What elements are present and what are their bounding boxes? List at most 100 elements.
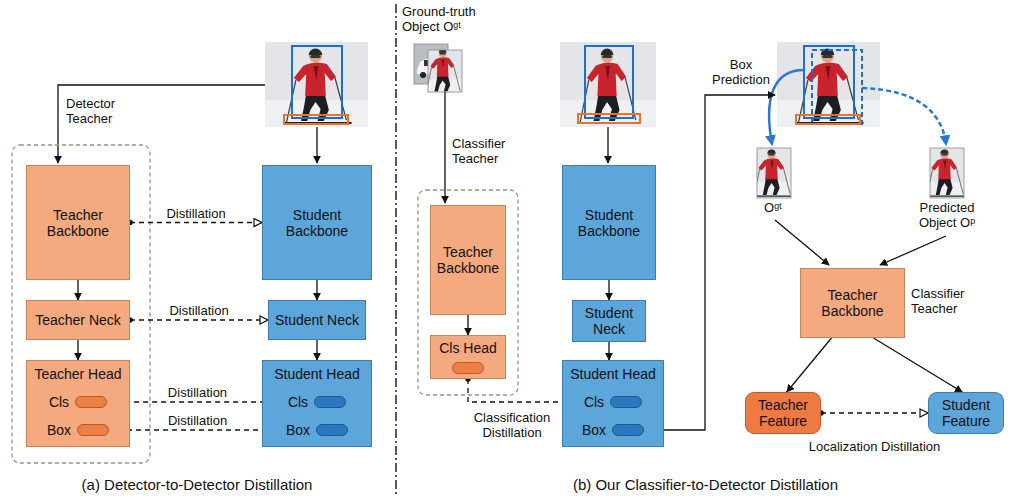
student-neck: Student Neck [572,300,646,342]
figure-detail [265,42,368,127]
teacher-backbone: Teacher Backbone [430,205,506,315]
edge-label: Localization Distillation [807,439,943,454]
distillation-arrow [107,401,288,402]
output-name: Cls [584,394,604,410]
box-label: Teacher Backbone [31,207,125,239]
panel-divider [395,4,397,496]
crop-label: Predicted Object Oᵖ [902,200,992,230]
figure-detail [796,115,860,124]
subfigure-caption: (a) Detector-to-Detector Distillation [0,476,394,494]
input-line [316,127,317,163]
group-label: Detector Teacher [66,96,130,126]
figure-detail [741,146,804,199]
student-feature: Student Feature [928,392,1004,434]
output-pill [75,396,107,408]
input-photo [560,42,656,127]
distillation-arrow [109,429,286,430]
box-label: Teacher Feature [750,397,816,429]
flow-arrow [608,342,609,360]
figure-detail [585,46,633,118]
box-label: Student Neck [577,305,641,337]
crop-arrow [769,70,804,144]
prediction-photo [777,42,880,127]
teacher-backbone: Teacher Backbone [26,165,130,280]
box-output: Box [286,422,348,438]
teacher-feature: Teacher Feature [745,392,821,434]
figure-detail [420,72,426,78]
teacher-head: Teacher HeadClsBox [26,360,130,447]
output-name: Cls [49,394,69,410]
input-line [775,220,829,265]
student-head: Student HeadClsBox [562,360,664,447]
object-crop [741,146,804,199]
arrow-label: Box Prediction [706,57,776,87]
output-name: Box [286,422,310,438]
flow-arrow [77,340,78,360]
edge-label: Distillation [166,385,229,400]
box-label: Student Backbone [567,207,651,239]
box-label: Student Head [570,366,656,382]
distillation-arrow [130,319,268,320]
edge-label: Distillation [167,303,230,318]
figure-detail [757,148,791,198]
box-label: Student Backbone [267,207,367,239]
teacher-backbone: Teacher Backbone [800,268,905,338]
subfigure-caption: (b) Our Classifier-to-Detector Distillat… [400,476,1011,494]
crop-label: Ground-truth Object Oᵍᵗ [402,4,490,34]
box-label: Student Feature [933,397,999,429]
output-pill [452,362,484,374]
flow-arrow [787,338,832,392]
box-label: Teacher Backbone [805,287,900,319]
input-line [58,85,265,163]
edge-label: Distillation [166,413,229,428]
connectors [78,95,962,430]
figure-detail [414,45,473,95]
box-output: Box [582,422,644,438]
input-photo [265,42,368,127]
distillation-arrow [130,222,262,223]
ground-truth-crops [414,44,473,95]
flow-arrow [608,280,609,300]
output-pill [314,396,346,408]
box-label: Student Head [274,366,360,382]
figure-detail [428,50,462,92]
student-backbone: Student Backbone [262,165,372,280]
crop-label: Oᵍᵗ [748,200,798,215]
flow-arrow [316,340,317,360]
input-line [444,92,445,203]
flow-arrow [467,315,468,335]
flow-arrow [874,338,963,392]
box-label: Teacher Backbone [435,244,501,276]
output-pill [610,396,642,408]
output-pill [316,424,348,436]
teacher-group [12,145,150,463]
cls-output: Cls [288,394,346,410]
student-neck: Student Neck [268,300,366,340]
group-label: Classifier Teacher [911,286,983,316]
output-name: Box [47,422,71,438]
input-line [880,236,946,265]
output-name: Box [582,422,606,438]
box-label: Teacher Head [34,366,121,382]
output-pill [612,424,644,436]
output-name: Cls [288,394,308,410]
figure-detail [578,114,640,123]
crop-arrow [862,88,946,144]
figure-detail [292,46,342,118]
teacher-neck: Teacher Neck [26,300,130,340]
flow-arrow [77,280,78,300]
distillation-arrow [821,412,928,413]
edge-label: Distillation [164,206,227,221]
box-label: Teacher Neck [35,312,121,328]
student-head: Student HeadClsBox [262,360,372,447]
cls-head: Cls Head [430,335,506,379]
figure-detail [777,42,880,127]
group-label: Classifier Teacher [452,136,524,166]
flow-arrow [316,280,317,300]
figure-detail [284,115,348,124]
box-output: Box [47,422,109,438]
figure-detail [914,146,977,199]
edge-label: Classification Distillation [467,410,557,440]
output-pill [77,424,109,436]
